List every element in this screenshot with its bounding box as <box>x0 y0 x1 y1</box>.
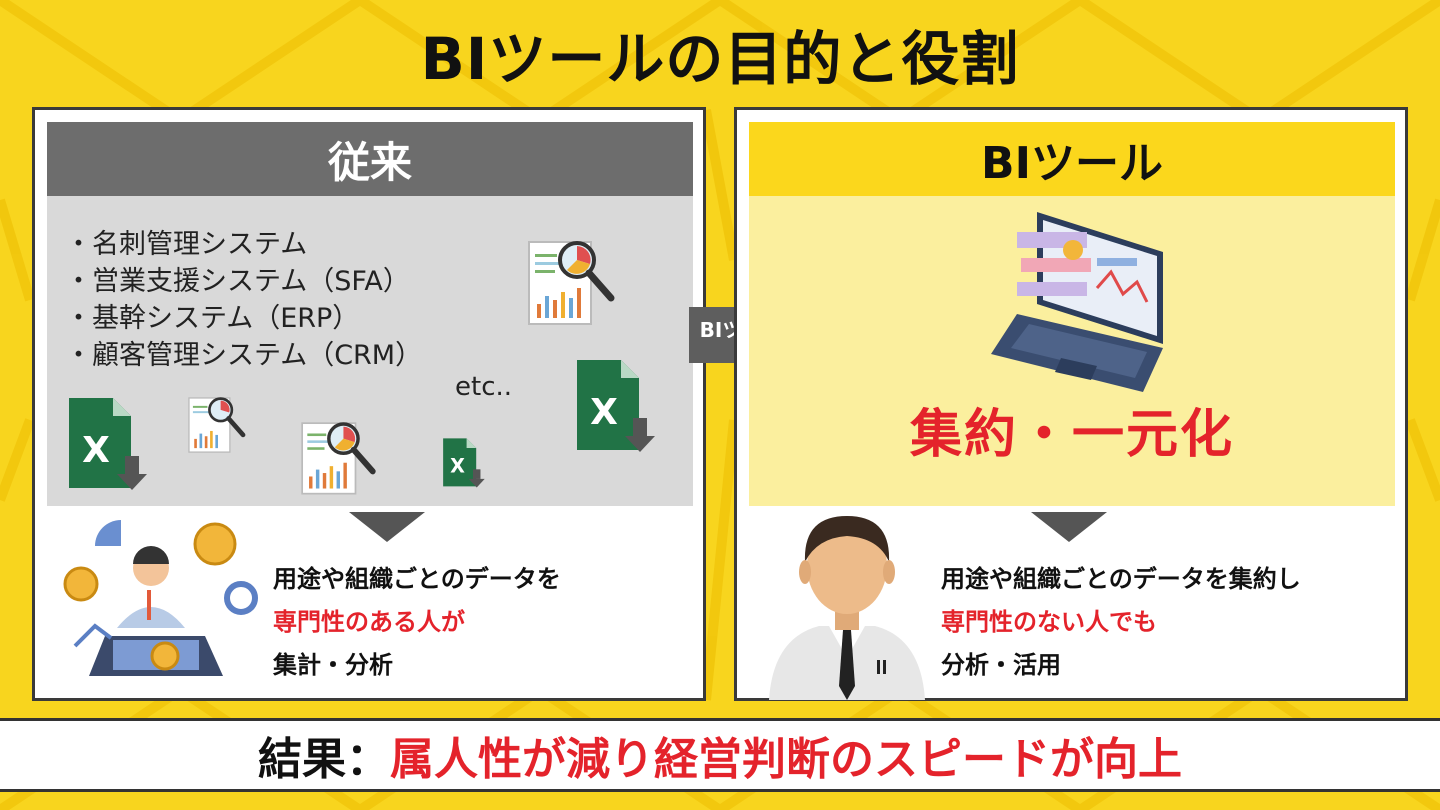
desc-line: 用途や組織ごとのデータを <box>273 565 561 593</box>
desc-line: 集計・分析 <box>273 651 393 679</box>
down-arrow <box>349 512 425 542</box>
page-title: BIツールの目的と役割 <box>420 25 1020 93</box>
traditional-systems-box: ・名刺管理システム ・営業支援システム（SFA） ・基幹システム（ERP） ・顧… <box>47 196 693 506</box>
report-magnifier-icon <box>528 241 615 325</box>
excel-file-icon: X <box>577 360 655 452</box>
desc-line-highlight: 専門性のある人が <box>273 608 465 636</box>
excel-file-icon: X <box>443 438 485 488</box>
excel-file-icon: X <box>69 398 147 490</box>
traditional-header: 従来 <box>47 122 693 196</box>
result-text: 属人性が減り経営判断のスピードが向上 <box>390 734 1182 785</box>
bi-tool-header: BIツール <box>749 122 1395 196</box>
traditional-description: 用途や組織ごとのデータを 専門性のある人が 集計・分析 <box>273 558 561 687</box>
down-arrow <box>1031 512 1107 542</box>
bi-tool-panel: BIツール 集約・一元化 用途や組織ごとのデータを集 <box>734 107 1408 701</box>
list-item: ・営業支援システム（SFA） <box>65 266 410 297</box>
list-item: ・顧客管理システム（CRM） <box>65 340 423 371</box>
laptop-dashboard-icon <box>991 212 1163 392</box>
bi-tool-box: 集約・一元化 <box>749 196 1395 506</box>
bi-tool-description: 用途や組織ごとのデータを集約し 専門性のない人でも 分析・活用 <box>941 558 1301 687</box>
desc-line: 分析・活用 <box>941 651 1061 679</box>
result-banner: 結果： 属人性が減り経営判断のスピードが向上 <box>0 718 1440 792</box>
desc-line-highlight: 専門性のない人でも <box>941 608 1157 636</box>
excel-letter: X <box>590 392 618 433</box>
report-magnifier-icon <box>188 397 246 453</box>
report-magnifier-icon <box>301 422 376 495</box>
business-person-illustration <box>769 516 925 700</box>
desc-line: 用途や組織ごとのデータを集約し <box>941 565 1301 593</box>
excel-letter: X <box>82 430 110 471</box>
result-label: 結果： <box>258 734 390 785</box>
consolidation-label: 集約・一元化 <box>909 405 1234 465</box>
list-item: ・名刺管理システム <box>65 229 308 260</box>
system-list: ・名刺管理システム ・営業支援システム（SFA） ・基幹システム（ERP） ・顧… <box>65 226 422 374</box>
list-item: ・基幹システム（ERP） <box>65 303 360 334</box>
traditional-panel: 従来 ・名刺管理システム ・営業支援システム（SFA） ・基幹システム（ERP）… <box>32 107 706 701</box>
excel-letter: X <box>450 455 465 478</box>
etc-label: etc.. <box>455 372 513 402</box>
data-expert-illustration <box>63 520 258 676</box>
